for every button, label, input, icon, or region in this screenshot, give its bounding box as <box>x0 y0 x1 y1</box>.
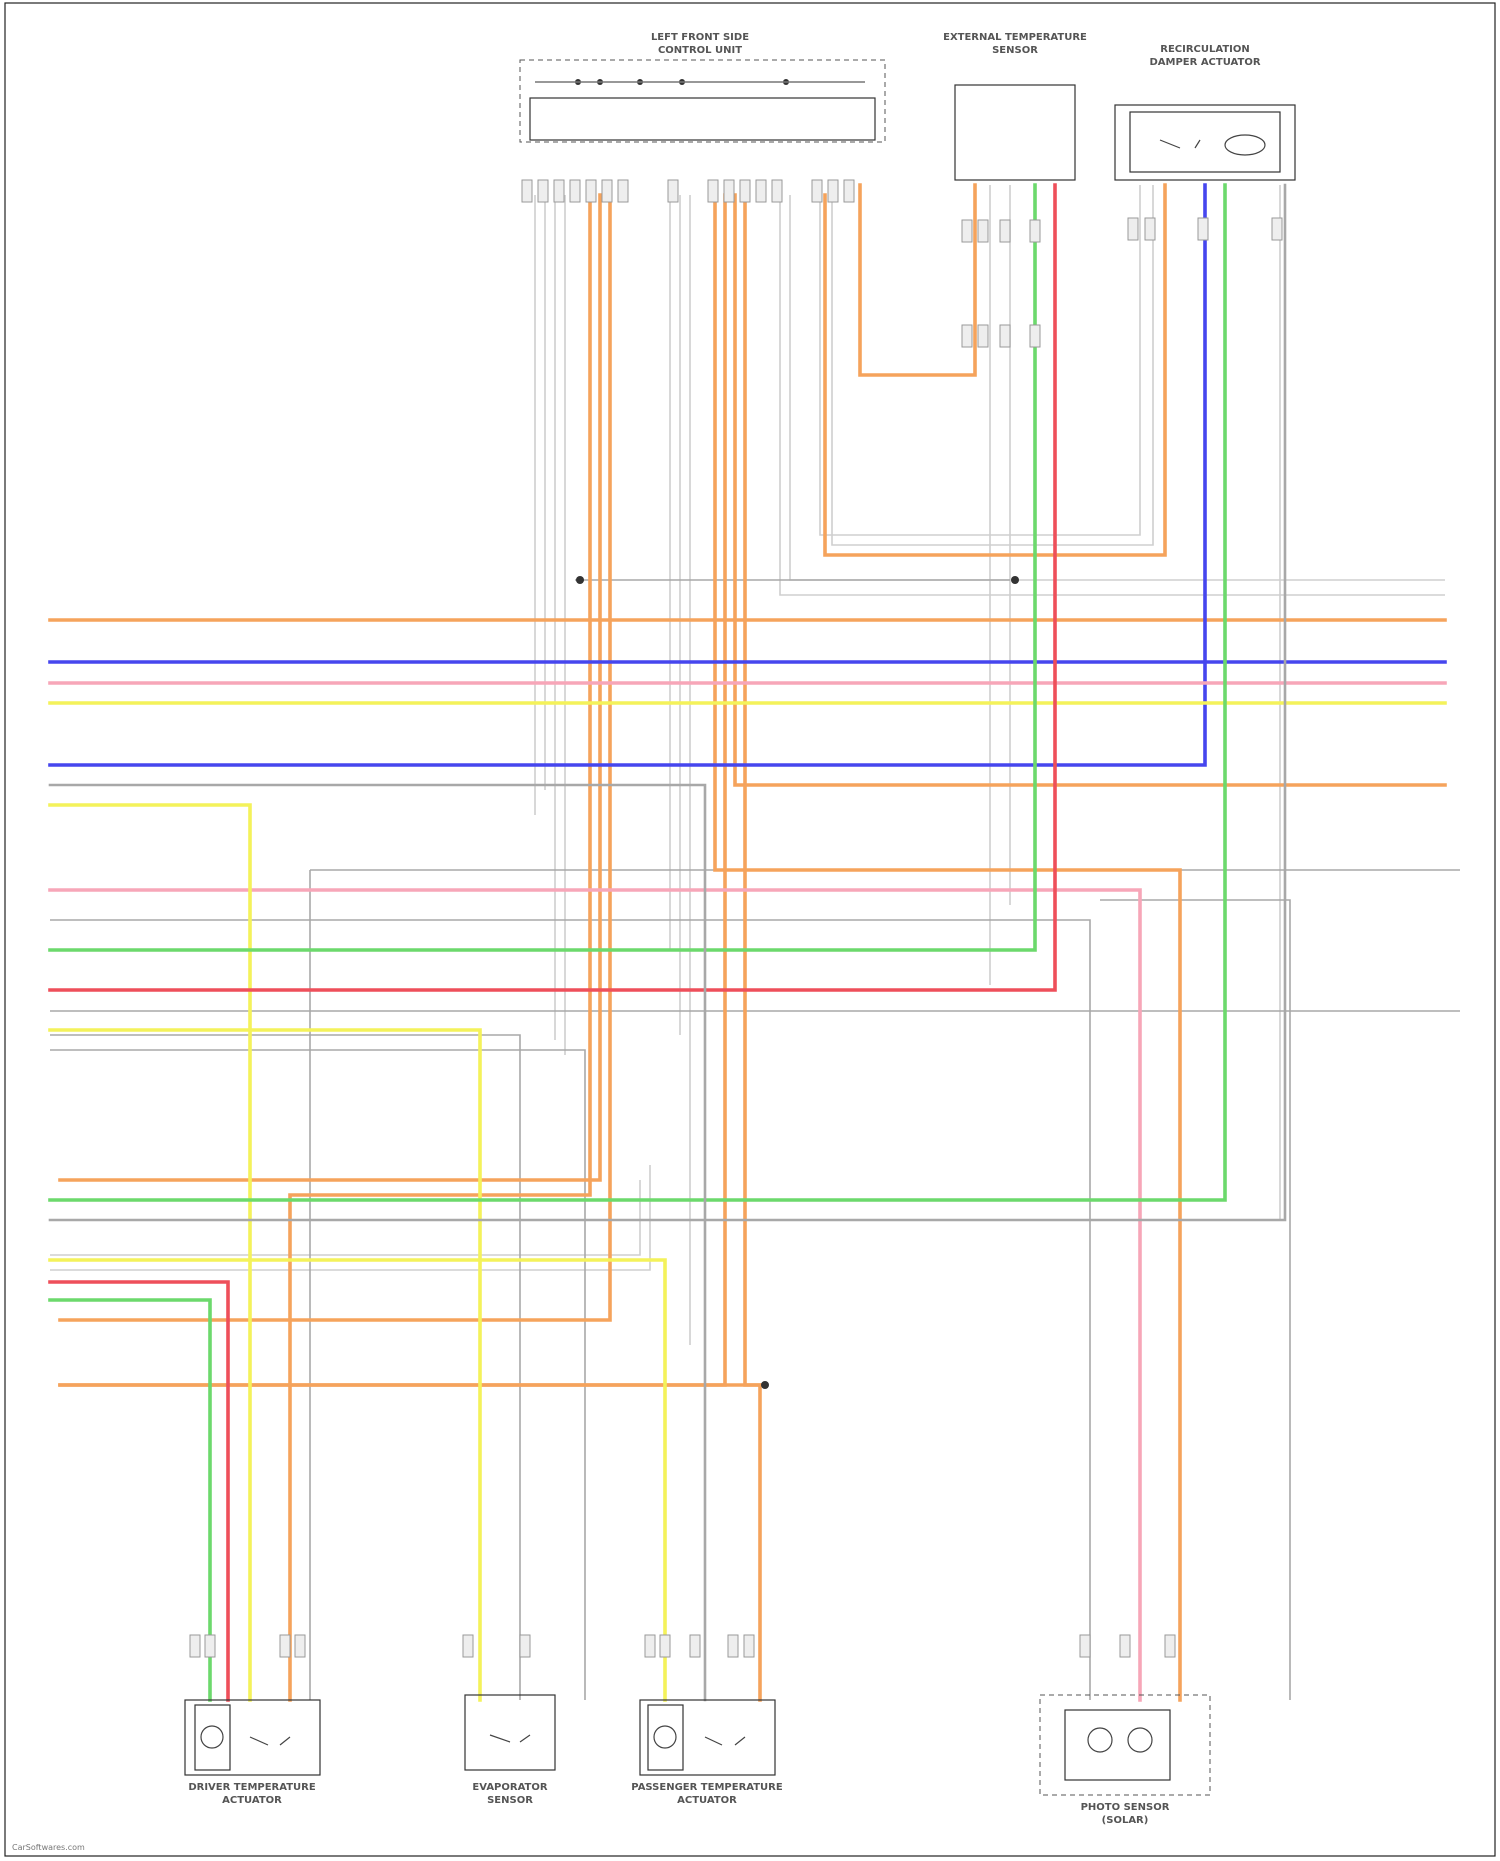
bottom-4-title-2: (SOLAR) <box>1102 1815 1149 1826</box>
bottom-1-title-2: ACTUATOR <box>222 1795 282 1806</box>
wires <box>50 185 1460 1700</box>
bottom-photo-sensor: PHOTO SENSOR (SOLAR) <box>1040 1635 1210 1826</box>
bottom-4-title-1: PHOTO SENSOR <box>1081 1802 1170 1813</box>
bottom-2-title-2: SENSOR <box>487 1795 533 1806</box>
bottom-evaporator-sensor: EVAPORATOR SENSOR <box>463 1635 555 1806</box>
footer-brand: CarSoftwares.com <box>12 1843 85 1852</box>
top-mid-title-1: EXTERNAL TEMPERATURE <box>943 32 1087 43</box>
top-right-title-2: DAMPER ACTUATOR <box>1149 57 1260 68</box>
top-mid-sensor: EXTERNAL TEMPERATURE SENSOR <box>943 32 1087 347</box>
top-left-title-1: LEFT FRONT SIDE <box>651 32 749 43</box>
bottom-1-title-1: DRIVER TEMPERATURE <box>188 1782 316 1793</box>
bottom-driver-actuator: DRIVER TEMPERATURE ACTUATOR <box>185 1635 320 1806</box>
bottom-2-title-1: EVAPORATOR <box>472 1782 547 1793</box>
top-mid-title-2: SENSOR <box>992 45 1038 56</box>
top-right-title-1: RECIRCULATION <box>1160 44 1250 55</box>
bottom-3-title-1: PASSENGER TEMPERATURE <box>631 1782 783 1793</box>
bottom-3-title-2: ACTUATOR <box>677 1795 737 1806</box>
top-control-unit: LEFT FRONT SIDE CONTROL UNIT <box>520 32 885 202</box>
junction-dots <box>575 79 1019 1389</box>
top-left-title-2: CONTROL UNIT <box>658 45 742 56</box>
